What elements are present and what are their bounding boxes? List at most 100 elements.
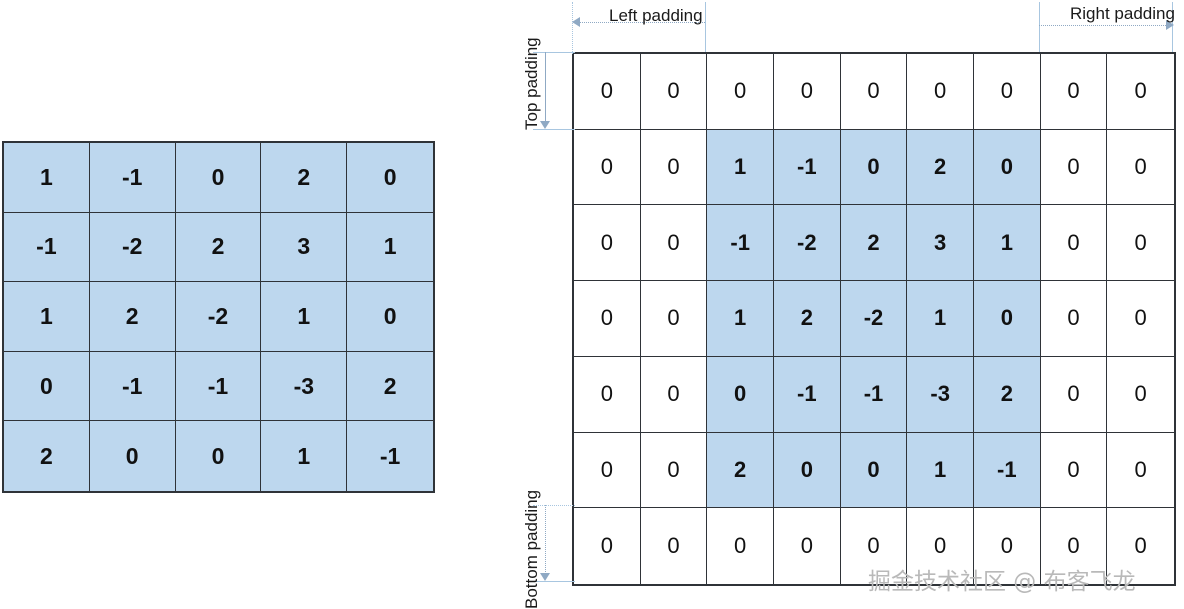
padded-pad-cell: 0 [973,54,1041,130]
padded-core-cell: 1 [973,205,1041,282]
source-cell: 3 [261,212,348,283]
watermark: 掘金技术社区 @ 布客飞龙 [868,569,1136,595]
padded-core-cell: 0 [973,281,1041,357]
padded-core-cell: 0 [973,129,1041,206]
left-padding-guide-end [705,2,706,52]
source-cell: 0 [175,421,262,491]
right-padding-arrow-line [1039,25,1168,26]
padded-core-cell: -2 [840,281,908,357]
padded-pad-cell: 0 [1107,205,1174,282]
padded-pad-cell: 0 [640,129,708,206]
source-cell: 2 [175,212,262,283]
bottom-padding-guide-end [533,581,575,582]
padded-core-cell: -1 [773,356,841,433]
bottom-padding-label: Bottom padding [522,489,541,609]
padded-pad-cell: 0 [640,205,708,282]
padded-core-cell: 2 [907,129,974,206]
padded-pad-cell: 0 [1040,432,1108,509]
top-padding-arrow-line [545,52,546,124]
source-cell: -2 [175,282,262,352]
padded-core-cell: 1 [907,281,974,357]
source-cell: 0 [89,421,176,491]
padded-pad-cell: 0 [574,508,641,584]
padded-core-cell: 1 [707,281,774,357]
padded-core-cell: -1 [973,432,1041,509]
padded-pad-cell: 0 [1107,129,1174,206]
source-cell: 1 [261,421,348,491]
padded-pad-cell: 0 [973,508,1041,584]
padded-pad-cell: 0 [1040,508,1108,584]
source-cell: 2 [4,421,90,491]
right-padding-label: Right padding [1070,4,1175,23]
padded-pad-cell: 0 [1107,281,1174,357]
right-padding-arrow-head [1166,20,1174,30]
padded-pad-cell: 0 [574,356,641,433]
padded-pad-cell: 0 [840,508,908,584]
bottom-padding-guide-start [533,505,575,506]
padded-core-cell: 3 [907,205,974,282]
source-cell: -3 [261,351,348,422]
top-padding-label: Top padding [522,37,541,130]
padded-pad-cell: 0 [707,508,774,584]
source-cell: 2 [261,143,348,213]
padded-pad-cell: 0 [574,205,641,282]
padded-pad-cell: 0 [574,129,641,206]
padded-pad-cell: 0 [1107,356,1174,433]
bottom-padding-arrow-line [545,505,546,576]
left-padding-arrow-head [572,17,580,27]
padded-pad-cell: 0 [773,54,841,130]
padded-pad-cell: 0 [574,54,641,130]
source-cell: 2 [89,282,176,352]
padded-core-cell: 1 [707,129,774,206]
padded-pad-cell: 0 [840,54,908,130]
padded-core-cell: -1 [707,205,774,282]
top-padding-guide-start [533,52,575,53]
padded-core-cell: 2 [840,205,908,282]
padded-core-cell: -1 [773,129,841,206]
padded-core-cell: 2 [973,356,1041,433]
padded-pad-cell: 0 [1040,54,1108,130]
bottom-padding-arrow-head [540,573,550,581]
padded-pad-cell: 0 [1040,356,1108,433]
left-padding-label: Left padding [609,6,703,25]
source-cell: -1 [4,212,90,283]
source-cell: -1 [347,421,433,491]
padded-pad-cell: 0 [707,54,774,130]
padded-pad-cell: 0 [574,432,641,509]
left-padding-guide-start [572,2,573,54]
source-cell: -1 [89,351,176,422]
source-cell: 0 [347,282,433,352]
padded-pad-cell: 0 [640,432,708,509]
source-cell: -1 [175,351,262,422]
source-cell: 1 [4,143,90,213]
padded-core-cell: 0 [840,129,908,206]
padded-pad-cell: 0 [1040,129,1108,206]
padded-pad-cell: 0 [907,54,974,130]
padded-pad-cell: 0 [773,508,841,584]
padded-core-cell: -1 [840,356,908,433]
padded-pad-cell: 0 [1040,205,1108,282]
padded-pad-cell: 0 [1107,432,1174,509]
padded-pad-cell: 0 [1040,281,1108,357]
source-cell: 0 [4,351,90,422]
padded-core-cell: 2 [707,432,774,509]
padded-pad-cell: 0 [907,508,974,584]
top-padding-arrow-head [540,121,550,129]
source-cell: -2 [89,212,176,283]
source-cell: 2 [347,351,433,422]
padded-pad-cell: 0 [640,356,708,433]
right-padding-guide-start [1039,2,1040,52]
padded-pad-cell: 0 [640,281,708,357]
padded-pad-cell: 0 [640,54,708,130]
padded-pad-cell: 0 [1107,54,1174,130]
source-cell: 1 [4,282,90,352]
padded-core-cell: 2 [773,281,841,357]
padded-core-cell: -2 [773,205,841,282]
padded-core-cell: 0 [773,432,841,509]
padded-pad-cell: 0 [574,281,641,357]
source-cell: 0 [347,143,433,213]
left-padding-arrow-line [576,22,705,23]
padded-core-cell: 0 [707,356,774,433]
